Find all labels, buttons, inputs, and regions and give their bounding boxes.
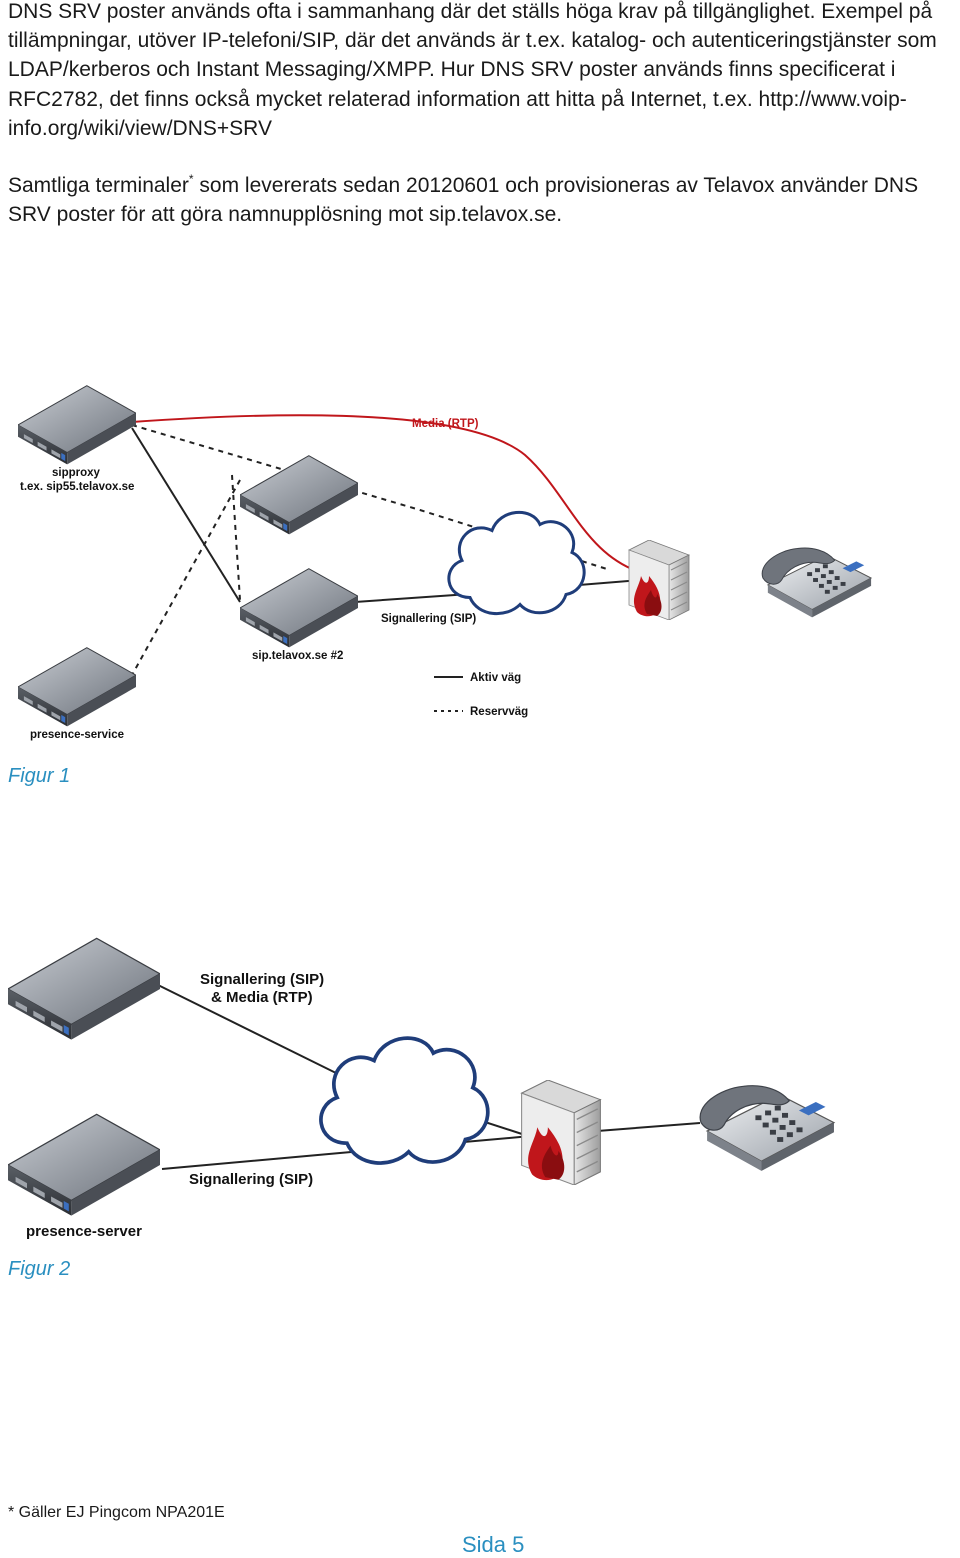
legend-active-label: Aktiv väg: [470, 672, 521, 684]
active-path-proxy-to-sip2: [131, 427, 241, 603]
backup-path-server2-to-presence: [131, 479, 241, 676]
signalling-label: Signallering (SIP): [381, 613, 476, 625]
presence-server-icon: [18, 647, 136, 727]
sip-server-icon: [8, 937, 160, 1041]
sip2-server-icon: [240, 568, 358, 648]
signalling-label: Signallering (SIP): [189, 1171, 313, 1188]
footnote-marker: *: [188, 172, 194, 186]
sip2-label: sip.telavox.se #2: [252, 650, 343, 662]
figure-1-caption: Figur 1: [8, 765, 71, 787]
intro-paragraph: DNS SRV poster används ofta i sammanhang…: [8, 0, 937, 140]
media-rtp-path: [131, 414, 651, 576]
firewall-icon: [628, 540, 690, 620]
firewall-icon: [520, 1080, 602, 1185]
sipproxy-example-label: t.ex. sip55.telavox.se: [20, 481, 134, 493]
presence-server-label: presence-server: [26, 1223, 142, 1240]
backup-path-proxy-to-server2: [231, 474, 241, 601]
desk-phone-icon: [761, 547, 872, 618]
sipproxy-label: sipproxy: [52, 467, 101, 479]
internet-cloud-icon: [447, 510, 586, 616]
backup-server-icon: [240, 455, 358, 535]
media-rtp-label: Media (RTP): [412, 418, 479, 430]
sig-media-label-line2: & Media (RTP): [211, 989, 313, 1006]
sig-media-label-line1: Signallering (SIP): [200, 971, 324, 988]
terminals-text-b: som levererats sedan 20120601 och provis…: [8, 174, 919, 227]
figure-2-diagram: Signallering (SIP) & Media (RTP) Signall…: [8, 937, 835, 1240]
terminals-paragraph: Samtliga terminaler* som levererats seda…: [8, 171, 958, 229]
internet-cloud-icon: [319, 1036, 490, 1165]
presence-service-label: presence-service: [30, 729, 124, 741]
desk-phone-icon: [699, 1085, 835, 1172]
legend-backup-label: Reservväg: [470, 706, 528, 718]
figure-1-diagram: Media (RTP) sipproxy t.ex. sip55.telavox…: [18, 385, 872, 741]
footnote: * Gäller EJ Pingcom NPA201E: [8, 1504, 225, 1521]
page-number: Sida 5: [462, 1532, 525, 1557]
terminals-text-a: Samtliga terminaler: [8, 174, 189, 197]
presence-server-icon: [8, 1113, 160, 1217]
figure-2-caption: Figur 2: [8, 1258, 71, 1280]
sipproxy-server-icon: [18, 385, 136, 465]
